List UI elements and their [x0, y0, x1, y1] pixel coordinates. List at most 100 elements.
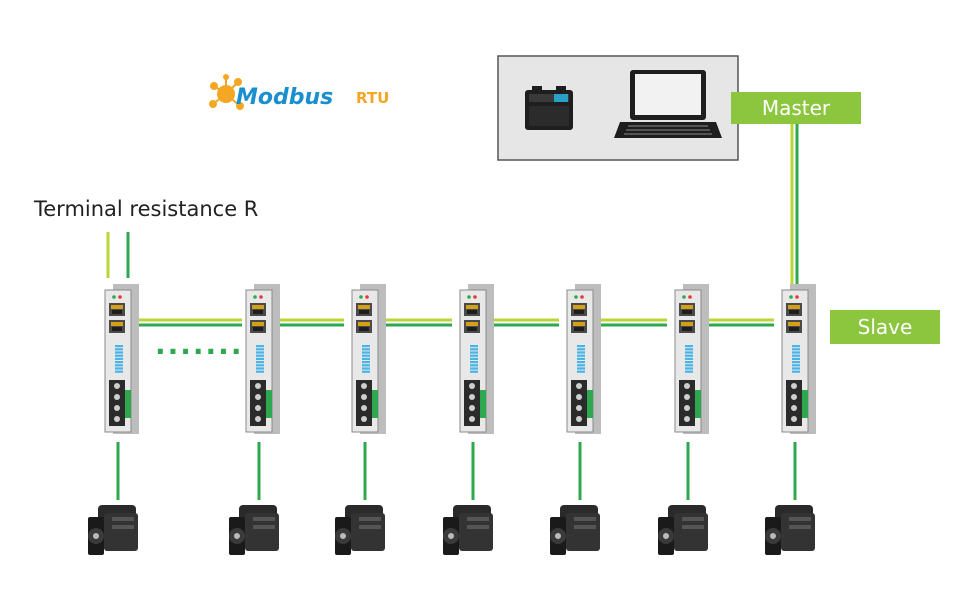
terminal-screw [255, 416, 261, 422]
terminal-block [356, 380, 372, 426]
terminal-screw [684, 405, 690, 411]
terminal-screw [361, 394, 367, 400]
dip-switch [115, 354, 123, 357]
master-devices-box [497, 55, 739, 161]
servo-drive [104, 284, 139, 434]
dip-switch [115, 361, 123, 364]
status-led [574, 295, 578, 299]
terminal-block [571, 380, 587, 426]
dip-switch [256, 357, 264, 360]
terminal-block [679, 380, 695, 426]
dip-switch [115, 367, 123, 370]
status-led [467, 295, 471, 299]
dip-switch [256, 345, 264, 348]
terminal-screw [114, 394, 120, 400]
rj45-port-icon [464, 303, 480, 316]
rj45-port-icon [464, 320, 480, 333]
status-led [359, 295, 363, 299]
terminal-screw [469, 394, 475, 400]
terminal-screw [255, 383, 261, 389]
dip-switch [577, 348, 585, 351]
dip-switch [792, 364, 800, 367]
servo-motor-icon [443, 505, 493, 555]
dip-switch [685, 361, 693, 364]
rj45-port-icon [109, 320, 125, 333]
dip-switch [792, 348, 800, 351]
status-led [688, 295, 692, 299]
dip-switch [577, 354, 585, 357]
dip-switch [470, 357, 478, 360]
bus-segment [709, 318, 774, 327]
servo-drive [245, 284, 280, 434]
dip-switch [792, 367, 800, 370]
dip-switch [685, 348, 693, 351]
servo-drive [674, 284, 709, 434]
terminal-screw [361, 405, 367, 411]
status-led [473, 295, 477, 299]
rj45-port-icon [571, 303, 587, 316]
dip-switch [470, 354, 478, 357]
dip-switch [362, 348, 370, 351]
dip-switch [685, 357, 693, 360]
servo-motors [88, 505, 815, 555]
dip-switch [470, 361, 478, 364]
terminal-screw [255, 405, 261, 411]
dip-switch [577, 370, 585, 373]
bus-ellipsis: ....... [155, 328, 243, 361]
servo-motor-icon [765, 505, 815, 555]
terminal-resistance-wires [106, 232, 130, 278]
rj45-port-icon [250, 320, 266, 333]
rj45-port-icon [356, 303, 372, 316]
dip-switch [577, 364, 585, 367]
status-led [365, 295, 369, 299]
dip-switch [685, 370, 693, 373]
terminal-screw [114, 416, 120, 422]
terminal-screw [576, 416, 582, 422]
terminal-screw [469, 383, 475, 389]
terminal-screw [361, 383, 367, 389]
rj45-port-icon [679, 320, 695, 333]
dip-switch [470, 364, 478, 367]
rj45-port-icon [786, 320, 802, 333]
dip-switch [792, 351, 800, 354]
rj45-port-icon [571, 320, 587, 333]
servo-motor-icon [550, 505, 600, 555]
dip-switch [115, 357, 123, 360]
dip-switch [256, 370, 264, 373]
terminal-screw [791, 394, 797, 400]
dip-switch [577, 367, 585, 370]
status-led [795, 295, 799, 299]
dip-switch [362, 364, 370, 367]
dip-switch [362, 351, 370, 354]
terminal-resistance-label: Terminal resistance R [33, 197, 258, 221]
terminal-block [786, 380, 802, 426]
status-led [259, 295, 263, 299]
rj45-port-icon [250, 303, 266, 316]
dip-switch [792, 361, 800, 364]
terminal-screw [791, 416, 797, 422]
dip-switch [685, 351, 693, 354]
dip-switch [362, 357, 370, 360]
terminal-screw [255, 394, 261, 400]
plc-controller-icon [525, 86, 573, 130]
terminal-screw [791, 405, 797, 411]
terminal-screw [576, 394, 582, 400]
dip-switch [470, 345, 478, 348]
modbus-network-icon [209, 74, 244, 110]
dip-switch [115, 351, 123, 354]
servo-drives [104, 284, 816, 434]
terminal-screw [684, 394, 690, 400]
servo-motor-icon [229, 505, 279, 555]
rj45-port-icon [679, 303, 695, 316]
bus-segment [494, 318, 559, 327]
terminal-screw [361, 416, 367, 422]
modbus-protocol-text: RTU [356, 89, 389, 107]
rj45-port-icon [786, 303, 802, 316]
dip-switch [792, 357, 800, 360]
dip-switch [115, 364, 123, 367]
status-led [580, 295, 584, 299]
status-led [789, 295, 793, 299]
dip-switch [470, 370, 478, 373]
master-label: Master [731, 92, 861, 124]
bus-segment [139, 318, 242, 327]
